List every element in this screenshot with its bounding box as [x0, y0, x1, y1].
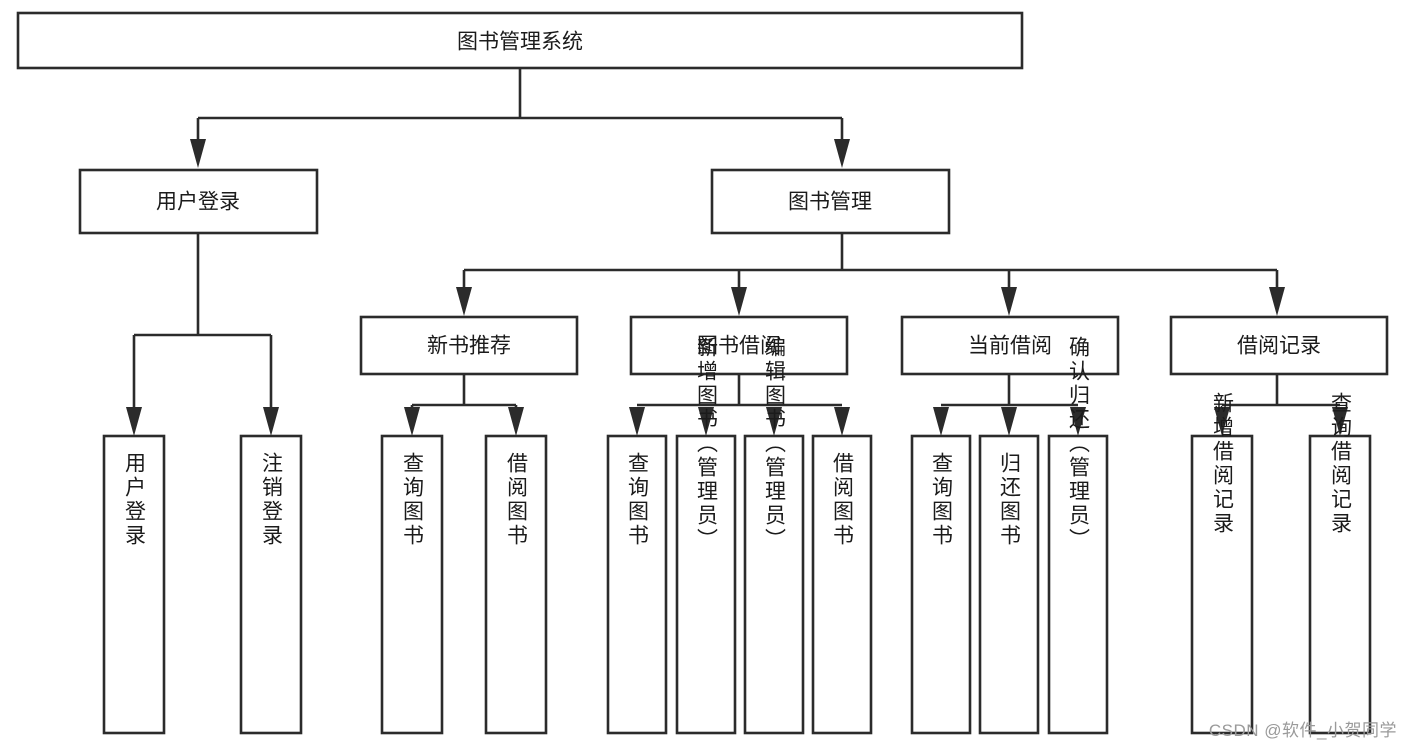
arrow-bookmgmt-to-borrow	[731, 287, 747, 316]
leaf-book-borrow-2[interactable]: 新增图书（管理员）	[675, 336, 737, 735]
leaf-new-book-1[interactable]: 查询图书	[380, 434, 444, 735]
leaf-new-book-1-label: 查询图书	[401, 452, 425, 548]
node-new-book-recommend-label: 新书推荐	[427, 335, 511, 358]
node-user-login[interactable]: 用户登录	[78, 168, 319, 235]
leaf-book-borrow-3[interactable]: 编辑图书（管理员）	[743, 336, 805, 735]
node-book-management-box[interactable]	[710, 168, 951, 235]
leaf-book-borrow-3-box[interactable]	[743, 434, 805, 735]
leaf-book-borrow-1[interactable]: 查询图书	[606, 434, 668, 735]
leaf-current-borrow-2-box[interactable]	[978, 434, 1040, 735]
arrow-userlogin-leaf-1	[126, 407, 142, 436]
leaf-book-borrow-3-label: 编辑图书（管理员）	[763, 336, 787, 552]
leaf-book-borrow-4[interactable]: 借阅图书	[811, 434, 873, 735]
arrow-current-leaf-2	[1001, 407, 1017, 436]
arrow-newbook-leaf-1	[404, 407, 420, 436]
node-book-borrow[interactable]: 图书借阅	[629, 315, 849, 376]
leaf-new-book-2-box[interactable]	[484, 434, 548, 735]
node-new-book-recommend-box[interactable]	[359, 315, 579, 376]
leaf-book-borrow-2-box[interactable]	[675, 434, 737, 735]
leaf-book-borrow-4-label: 借阅图书	[831, 452, 855, 548]
node-root-label: 图书管理系统	[457, 31, 583, 54]
leaf-user-login-2-box[interactable]	[239, 434, 303, 735]
arrow-bookmgmt-to-record	[1269, 287, 1285, 316]
arrow-newbook-leaf-2	[508, 407, 524, 436]
leaf-user-login-2[interactable]: 注销登录	[239, 434, 303, 735]
node-borrow-record-box[interactable]	[1169, 315, 1389, 376]
node-borrow-record[interactable]: 借阅记录	[1169, 315, 1389, 376]
leaf-user-login-1-label: 用户登录	[123, 452, 147, 548]
leaf-book-borrow-1-box[interactable]	[606, 434, 668, 735]
leaf-user-login-2-label: 注销登录	[260, 452, 284, 548]
leaf-borrow-record-2-label: 查询借阅记录	[1329, 392, 1353, 536]
node-current-borrow[interactable]: 当前借阅	[900, 315, 1120, 376]
arrow-root-to-bookmgmt	[834, 139, 850, 168]
node-current-borrow-box[interactable]	[900, 315, 1120, 376]
leaf-book-borrow-4-box[interactable]	[811, 434, 873, 735]
leaf-current-borrow-3-box[interactable]	[1047, 434, 1109, 735]
arrow-record-leaf-1	[1214, 407, 1230, 436]
arrow-userlogin-leaf-2	[263, 407, 279, 436]
node-book-management[interactable]: 图书管理	[710, 168, 951, 235]
node-user-login-label: 用户登录	[156, 191, 240, 214]
leaf-current-borrow-3[interactable]: 确认归还（管理员）	[1047, 336, 1109, 735]
leaf-new-book-1-box[interactable]	[380, 434, 444, 735]
connector-layer	[126, 68, 1348, 436]
leaf-borrow-record-2-box[interactable]	[1308, 434, 1372, 735]
node-borrow-record-label: 借阅记录	[1237, 335, 1321, 358]
leaf-current-borrow-2-label: 归还图书	[998, 452, 1022, 548]
arrow-bookmgmt-to-current	[1001, 287, 1017, 316]
node-user-login-box[interactable]	[78, 168, 319, 235]
leaf-current-borrow-1[interactable]: 查询图书	[910, 434, 972, 735]
arrow-borrow-leaf-1	[629, 407, 645, 436]
leaf-current-borrow-1-label: 查询图书	[930, 452, 954, 548]
leaf-user-login-1[interactable]: 用户登录	[102, 434, 166, 735]
node-root-box[interactable]	[16, 11, 1024, 70]
leaf-borrow-record-1-box[interactable]	[1190, 434, 1254, 735]
leaf-current-borrow-1-box[interactable]	[910, 434, 972, 735]
arrow-root-to-userlogin	[190, 139, 206, 168]
node-new-book-recommend[interactable]: 新书推荐	[359, 315, 579, 376]
leaf-current-borrow-2[interactable]: 归还图书	[978, 434, 1040, 735]
node-book-management-label: 图书管理	[788, 191, 872, 214]
arrow-current-leaf-1	[933, 407, 949, 436]
arrow-borrow-leaf-4	[834, 407, 850, 436]
leaf-current-borrow-3-label: 确认归还（管理员）	[1067, 336, 1091, 552]
leaf-borrow-record-1-label: 新增借阅记录	[1211, 392, 1235, 536]
node-book-borrow-box[interactable]	[629, 315, 849, 376]
leaf-book-borrow-2-label: 新增图书（管理员）	[695, 336, 719, 552]
node-book-borrow-label: 图书借阅	[697, 335, 781, 358]
arrow-borrow-leaf-3	[766, 407, 782, 436]
node-current-borrow-label: 当前借阅	[968, 335, 1052, 358]
node-root[interactable]: 图书管理系统	[16, 11, 1024, 70]
arrow-current-leaf-3	[1070, 407, 1086, 436]
arrow-record-leaf-2	[1332, 407, 1348, 436]
leaf-new-book-2-label: 借阅图书	[505, 452, 529, 548]
leaf-new-book-2[interactable]: 借阅图书	[484, 434, 548, 735]
leaf-user-login-1-box[interactable]	[102, 434, 166, 735]
arrow-bookmgmt-to-newbook	[456, 287, 472, 316]
leaf-borrow-record-1[interactable]: 新增借阅记录	[1190, 392, 1254, 735]
leaf-borrow-record-2[interactable]: 查询借阅记录	[1308, 392, 1372, 735]
arrow-borrow-leaf-2	[698, 407, 714, 436]
leaf-book-borrow-1-label: 查询图书	[626, 452, 650, 548]
